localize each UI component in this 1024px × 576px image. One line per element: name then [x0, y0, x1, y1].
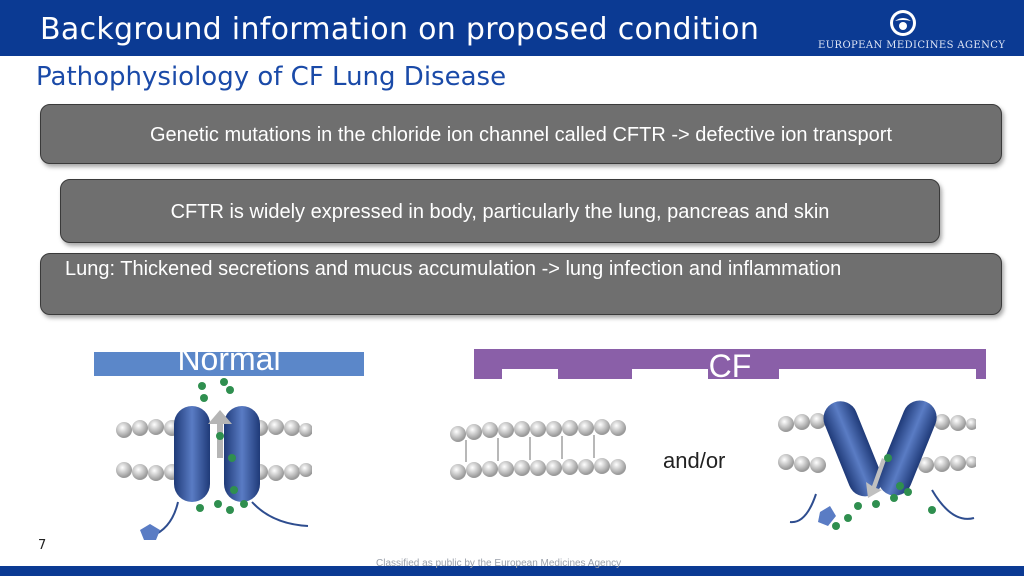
blocked-ion-arrow-icon [866, 458, 886, 498]
cf-defective-channel-illustration [778, 400, 976, 530]
logo-text: EUROPEAN MEDICINES AGENCY [818, 40, 1006, 51]
and-or-text: and/or [663, 448, 726, 473]
regulatory-domain [818, 506, 836, 526]
header-bar: Background information on proposed condi… [0, 0, 1024, 56]
cftr-channel-right [224, 406, 260, 502]
cf-bar-notch [779, 369, 976, 379]
normal-cftr-illustration [116, 378, 312, 540]
info-box-text: Genetic mutations in the chloride ion ch… [149, 124, 893, 146]
cftr-channel-right [877, 400, 937, 496]
classification-notice: Classified as public by the European Med… [376, 558, 622, 569]
normal-label-bar: Normal [94, 343, 364, 376]
ema-logo: EUROPEAN MEDICINES AGENCY [818, 6, 1006, 54]
cf-label: CF [708, 349, 752, 379]
page-subtitle: Pathophysiology of CF Lung Disease [36, 62, 507, 92]
footer-bar [0, 566, 1024, 576]
cftr-channel-left [823, 401, 883, 497]
lipid-tails [465, 435, 595, 462]
info-box-text: CFTR is widely expressed in body, partic… [170, 201, 830, 223]
slide-title: Background information on proposed condi… [40, 12, 760, 47]
cf-bar-notch [632, 369, 708, 379]
cftr-channel-left [174, 406, 210, 502]
info-box-lung: Lung: Thickened secretions and mucus acc… [40, 253, 1002, 315]
ema-logo-icon [890, 10, 916, 36]
info-box-expression: CFTR is widely expressed in body, partic… [60, 179, 940, 243]
cf-label-bar: CF [474, 349, 986, 379]
info-box-genetic: Genetic mutations in the chloride ion ch… [40, 104, 1002, 164]
normal-label: Normal [177, 341, 281, 377]
info-box-text: Lung: Thickened secretions and mucus acc… [65, 258, 842, 280]
chloride-ions [196, 378, 248, 514]
chloride-ions [832, 454, 936, 530]
lipid-bilayer [450, 419, 626, 480]
lipid-bilayer-bottom [116, 462, 312, 481]
cf-no-channel-illustration [450, 419, 626, 480]
regulatory-domain [140, 524, 160, 540]
cf-bar-notch [502, 369, 558, 379]
slide-number: 7 [38, 538, 47, 553]
